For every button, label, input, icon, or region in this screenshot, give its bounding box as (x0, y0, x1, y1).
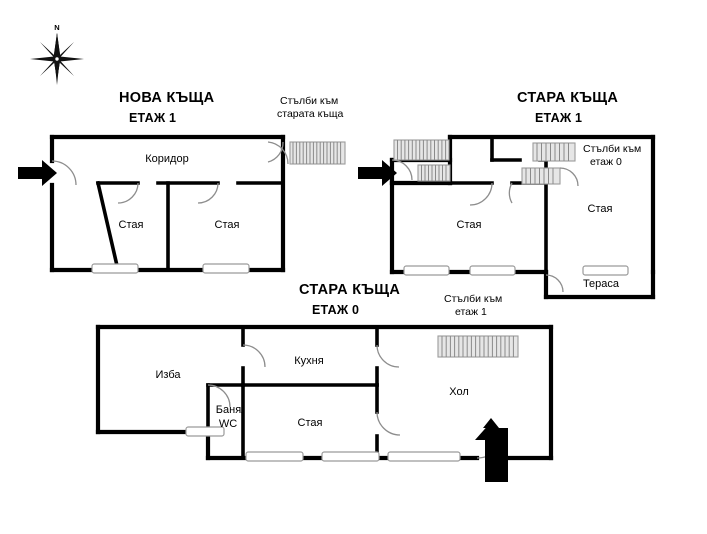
window-symbol (387, 451, 461, 462)
stairs-hall-symbol (437, 335, 519, 358)
plan-old-house-floor-1: СТАРА КЪЩА ЕТАЖ 1 Стълби към етаж 0 (358, 90, 656, 300)
room-label-room-left: Стая (119, 219, 144, 231)
note-stairs-to-old-house-line2: старата къща (277, 108, 343, 120)
plan-title-new-house: НОВА КЪЩА (119, 90, 215, 106)
room-label-cellar: Изба (156, 369, 182, 381)
window-symbol (469, 265, 516, 276)
note-stairs-to-floor-1-line2: етаж 1 (455, 306, 487, 318)
room-label-bathroom-wc-line1: Баня/ (216, 404, 245, 416)
room-label-room-south: Стая (298, 417, 323, 429)
plan-new-house-floor-1: НОВА КЪЩА ЕТАЖ 1 Стълби към старата къща (18, 90, 346, 274)
stairs-to-old-house-symbol (289, 141, 346, 165)
room-label-room-east: Стая (588, 203, 613, 215)
stairs-nw-inner-symbol (417, 164, 451, 182)
window-symbol (321, 451, 380, 462)
window-symbol (582, 265, 629, 276)
room-label-corridor: Коридор (145, 153, 188, 165)
note-stairs-to-floor-1-line1: Стълби към (444, 293, 502, 305)
stairs-nw-outer-symbol (393, 139, 450, 161)
plan-floor-old-house-f0: ЕТАЖ 0 (312, 303, 359, 317)
plan-title-old-house-f1: СТАРА КЪЩА (517, 90, 618, 106)
plan-floor-new-house: ЕТАЖ 1 (129, 111, 176, 125)
stairs-mid-lower-symbol (521, 167, 561, 185)
note-stairs-to-floor-0-line1: Стълби към (583, 143, 641, 155)
note-stairs-to-old-house-line1: Стълби към (280, 95, 338, 107)
room-label-hall: Хол (449, 386, 469, 398)
plan-old-house-floor-0: СТАРА КЪЩА ЕТАЖ 0 Стълби към етаж 1 (95, 282, 554, 482)
entrance-arrow-west-old-house (358, 160, 397, 186)
room-label-room-right: Стая (215, 219, 240, 231)
plan-floor-old-house-f1: ЕТАЖ 1 (535, 111, 582, 125)
room-label-kitchen: Кухня (294, 355, 323, 367)
stairs-mid-upper-symbol (532, 142, 576, 162)
window-symbol (91, 263, 139, 274)
entrance-arrow-south-floor-0 (475, 418, 508, 482)
room-label-bathroom-wc-line2: WC (219, 418, 237, 430)
room-label-room-center: Стая (457, 219, 482, 231)
window-symbol (202, 263, 250, 274)
note-stairs-to-floor-0-line2: етаж 0 (590, 156, 622, 168)
plan-title-old-house-f0: СТАРА КЪЩА (299, 282, 400, 298)
compass-north-label: N (54, 23, 59, 32)
room-label-terrace: Тераса (583, 278, 620, 290)
compass-rose: N (30, 23, 84, 85)
window-symbol (245, 451, 304, 462)
entrance-arrow-west-new-house (18, 160, 57, 186)
window-symbol (185, 426, 225, 437)
window-symbol (403, 265, 450, 276)
